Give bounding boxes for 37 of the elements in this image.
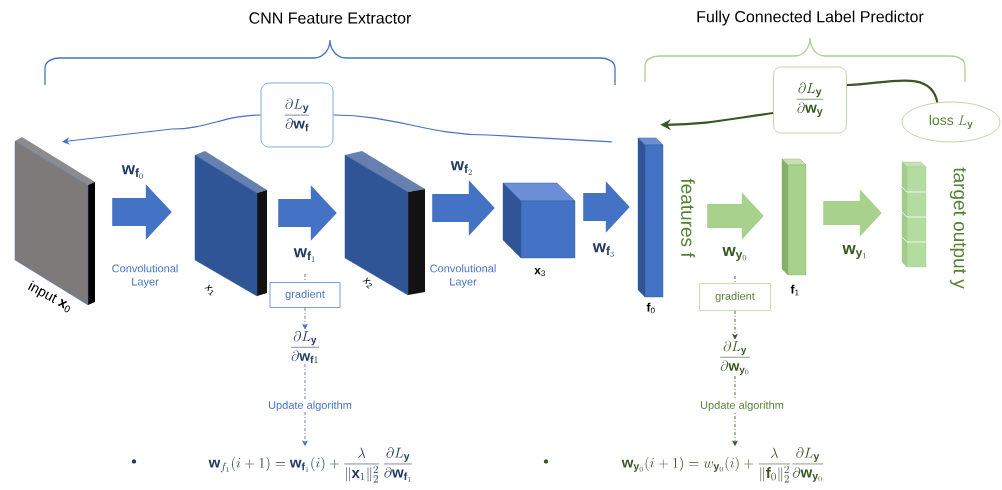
axis-title: features f [681, 178, 695, 258]
edge-label: $\mathbf{w}_{\mathbf{f}_1}$ [292, 247, 318, 263]
heading: Fully Connected Label Predictor [697, 10, 924, 26]
layer-label: x$_{2}$ [362, 277, 372, 289]
edge-label: Update algorithm [699, 399, 785, 413]
edge-label: $\mathbf{w}_{\mathbf{y}_0}$ [721, 245, 749, 262]
axis-title: target output y [949, 167, 967, 289]
edge-label: $\mathbf{w}_{\mathbf{f}_0}$ [120, 164, 146, 180]
derivative-formula: $\frac{\partial L_{\mathbf{y}}}{\partial \mathbf{w}_{\mathbf{y}_0}}$ [718, 340, 752, 376]
layer-label: input x$_{0}$ [27, 280, 70, 313]
dashed-arrow [302, 307, 308, 330]
gradient-box: gradient [269, 282, 341, 308]
derivative-box: $\frac{\partial L_{\mathbf{y}}}{\partial \mathbf{w}_{\mathbf{f}}}$ [260, 82, 334, 148]
layer-caption: Convolutional Layer [430, 264, 496, 288]
edge-label: Update algorithm [267, 399, 353, 413]
arrow [62, 114, 262, 145]
layer-label: f$_{0}$ [646, 302, 655, 314]
layer-label: x$_{3}$ [534, 267, 545, 277]
edge-label: $\mathbf{w}_{\mathbf{y}_1}$ [841, 243, 869, 260]
bullet: • [131, 459, 137, 464]
layer-label: x$_{1}$ [204, 284, 214, 296]
gradient-box: gradient [699, 283, 771, 311]
bullet: • [543, 459, 549, 464]
layer-caption: Convolutional Layer [112, 264, 178, 288]
connector-line [846, 79, 939, 103]
heading: CNN Feature Extractor [249, 12, 412, 24]
update-formula: $\mathbf{w}_{f_1}(i+1)=\mathbf{w}_{\mathbf{f}_1}(i)+\frac{\lambda}{\|\mathbf{x}_1\|_2^2}\,\frac{\partial L_{\mathbf{y}}}{\partial \mathbf{w}_{\mathbf{f}_1}}$ [207, 446, 415, 484]
edge-label: $\mathbf{w}_{\mathbf{f}_3}$ [591, 242, 617, 258]
connector-line [332, 114, 613, 143]
dashed-arrow [302, 363, 308, 446]
dashed-arrow [732, 310, 738, 340]
derivative-formula: $\frac{\partial L_{\mathbf{y}}}{\partial \mathbf{w}_{\mathbf{f}1}}$ [288, 330, 322, 364]
dashed-arrow [732, 375, 738, 446]
update-formula: $\mathbf{w}_{\mathbf{y}_0}(i+1)=w_{\mathbf{y}_0}(i)+\frac{\lambda}{\|\mathbf{f}_0\|_2^2}\frac{\partial L_{\mathbf{y}}}{\partial \mathbf{w}_{\mathbf{y}_0}}$ [620, 446, 826, 484]
edge-label: $\mathbf{w}_{\mathbf{f}_2}$ [449, 160, 475, 176]
derivative-box: $\frac{\partial L_{\mathbf{y}}}{\partial \mathbf{w}_{\mathbf{y}}}$ [773, 66, 847, 134]
layer-label: f$_{1}$ [790, 284, 799, 296]
